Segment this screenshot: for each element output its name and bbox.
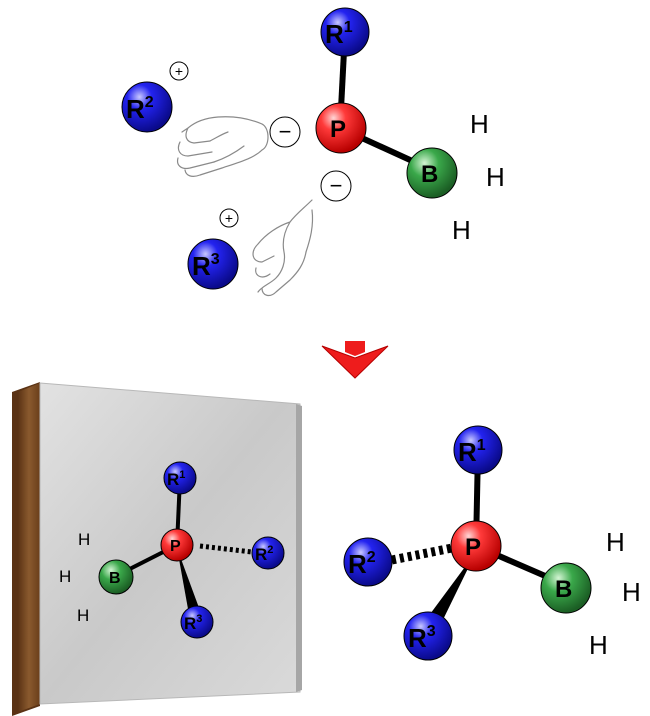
hydrogen-label: H — [606, 527, 625, 557]
top-molecule: R1 P B H H H R2 R3 + + — [121, 7, 505, 297]
product-molecule: R1 R2 R3 P B H H H — [343, 425, 641, 661]
svg-text:B: B — [421, 161, 438, 188]
atom-r3: R3 — [187, 238, 239, 290]
svg-text:R3: R3 — [184, 613, 202, 633]
atom-r3: R3 — [403, 611, 453, 661]
svg-text:B: B — [109, 570, 121, 587]
svg-text:−: − — [279, 119, 292, 144]
svg-text:B: B — [555, 576, 572, 603]
svg-text:R1: R1 — [325, 19, 353, 49]
atom-r2: R2 — [251, 536, 285, 570]
atom-p: P — [315, 102, 367, 154]
atom-r2: R2 — [121, 81, 173, 133]
atom-r1: R1 — [320, 7, 370, 57]
svg-text:+: + — [225, 210, 233, 226]
atom-p: P — [450, 520, 502, 572]
svg-text:R2: R2 — [126, 94, 154, 124]
svg-text:P: P — [170, 538, 181, 555]
svg-text:+: + — [175, 63, 183, 79]
hydrogen-label: H — [486, 162, 505, 192]
svg-text:P: P — [465, 534, 481, 561]
hydrogen-label: H — [470, 109, 489, 139]
negative-charge: − — [269, 116, 301, 148]
svg-text:P: P — [330, 116, 346, 143]
svg-text:R2: R2 — [255, 544, 273, 564]
atom-b: B — [540, 562, 592, 614]
hydrogen-label: H — [452, 215, 471, 245]
hydrogen-label: H — [59, 567, 71, 586]
atom-r2: R2 — [343, 537, 393, 587]
svg-text:R1: R1 — [167, 469, 185, 489]
mirror-molecule: R1 R2 R3 P B H H H — [59, 461, 285, 639]
atom-r1: R1 — [163, 461, 197, 495]
svg-text:R3: R3 — [408, 623, 436, 653]
positive-charge: + — [169, 61, 189, 81]
svg-text:R2: R2 — [348, 549, 376, 579]
atom-r1: R1 — [453, 425, 503, 475]
atom-b: B — [406, 147, 458, 199]
arrow-down-icon — [321, 341, 389, 379]
atom-p: P — [160, 528, 194, 562]
hydrogen-label: H — [589, 630, 608, 660]
hydrogen-label: H — [78, 530, 90, 549]
positive-charge: + — [219, 208, 239, 228]
svg-text:−: − — [330, 173, 343, 198]
svg-text:R1: R1 — [458, 437, 486, 467]
hydrogen-label: H — [622, 577, 641, 607]
negative-charge: − — [320, 170, 352, 202]
hand-icon — [252, 199, 314, 297]
atom-b: B — [98, 559, 134, 595]
svg-text:R3: R3 — [192, 251, 220, 281]
hydrogen-label: H — [77, 606, 89, 625]
atom-r3: R3 — [180, 605, 214, 639]
hand-icon — [176, 116, 269, 177]
